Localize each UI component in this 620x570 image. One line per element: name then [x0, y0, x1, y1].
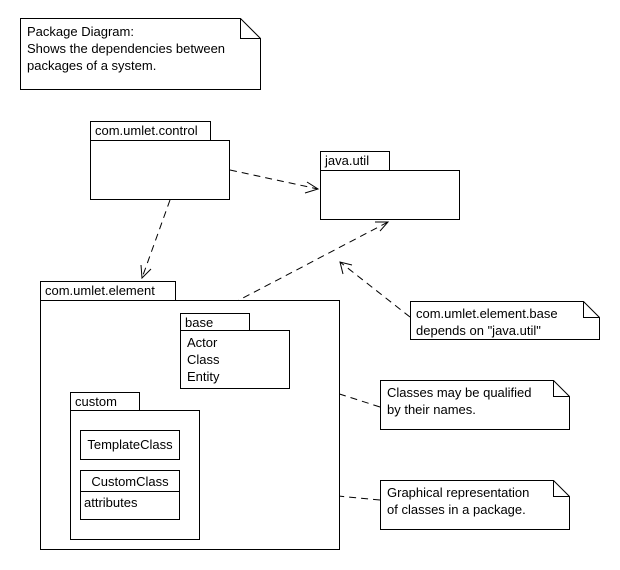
- package-base-tab: base: [180, 313, 250, 331]
- dependency-control-to-java-util: [229, 169, 319, 190]
- package-control-name: com.umlet.control: [95, 123, 198, 138]
- class-template-class-name: TemplateClass: [87, 437, 173, 452]
- java-note: com.umlet.element.base depends on "java.…: [416, 305, 558, 339]
- qualified-note: Classes may be qualified by their names.: [387, 384, 532, 418]
- base-class-actor: Actor: [187, 335, 218, 350]
- note-link-java-note: [339, 261, 411, 318]
- dependency-base-to-java-util: [221, 221, 389, 310]
- class-custom-class-divider: [80, 491, 180, 492]
- title-note: Package Diagram: Shows the dependencies …: [27, 23, 225, 74]
- class-custom-class-name: CustomClass: [91, 474, 169, 489]
- graphical-note: Graphical representation of classes in a…: [387, 484, 529, 518]
- package-base-name: base: [185, 315, 214, 330]
- package-element-tab: com.umlet.element: [40, 281, 176, 301]
- title-note-fold: [240, 18, 261, 39]
- title-note-line-2: Shows the dependencies between: [27, 41, 226, 56]
- graphical-note-shape: [380, 480, 570, 530]
- base-class-entity: Entity: [187, 369, 220, 384]
- arrowhead-element: [140, 264, 152, 280]
- arrowhead-java-note: [339, 261, 353, 275]
- title-note-shape: [20, 18, 261, 90]
- class-custom-class: [80, 470, 180, 520]
- class-custom-class-attributes: attributes: [84, 495, 138, 510]
- qualified-note-line-1: Classes may be qualified: [387, 385, 532, 400]
- base-class-list: Actor Class Entity: [187, 334, 220, 385]
- graphical-note-fold: [553, 480, 570, 497]
- base-class-class: Class: [187, 352, 220, 367]
- qualified-note-line-2: by their names.: [387, 402, 476, 417]
- package-element-name: com.umlet.element: [45, 283, 155, 298]
- package-custom-name: custom: [75, 394, 117, 409]
- java-note-shape: [410, 301, 600, 340]
- package-control-tab: com.umlet.control: [90, 121, 211, 141]
- title-note-line-3: packages of a system.: [27, 58, 157, 73]
- package-java-util-tab: java.util: [320, 151, 390, 171]
- qualified-note-fold: [553, 380, 570, 397]
- qualified-note-shape: [380, 380, 570, 430]
- package-java-util-name: java.util: [325, 153, 370, 168]
- arrowhead-java-util: [304, 181, 320, 194]
- java-note-line-2: depends on "java.util": [416, 323, 541, 338]
- graphical-note-line-2: of classes in a package.: [387, 502, 526, 517]
- java-note-line-1: com.umlet.element.base: [416, 306, 558, 321]
- title-note-line-1: Package Diagram:: [27, 24, 134, 39]
- dependency-control-to-element: [141, 199, 171, 279]
- package-base: [180, 330, 290, 389]
- java-note-fold: [583, 301, 600, 318]
- arrowhead-java-util-from-base: [375, 221, 390, 232]
- class-template-class: [80, 430, 180, 460]
- graphical-note-line-1: Graphical representation: [387, 485, 530, 500]
- package-custom-tab: custom: [70, 392, 140, 411]
- package-control: [90, 140, 230, 200]
- package-java-util: [320, 170, 460, 220]
